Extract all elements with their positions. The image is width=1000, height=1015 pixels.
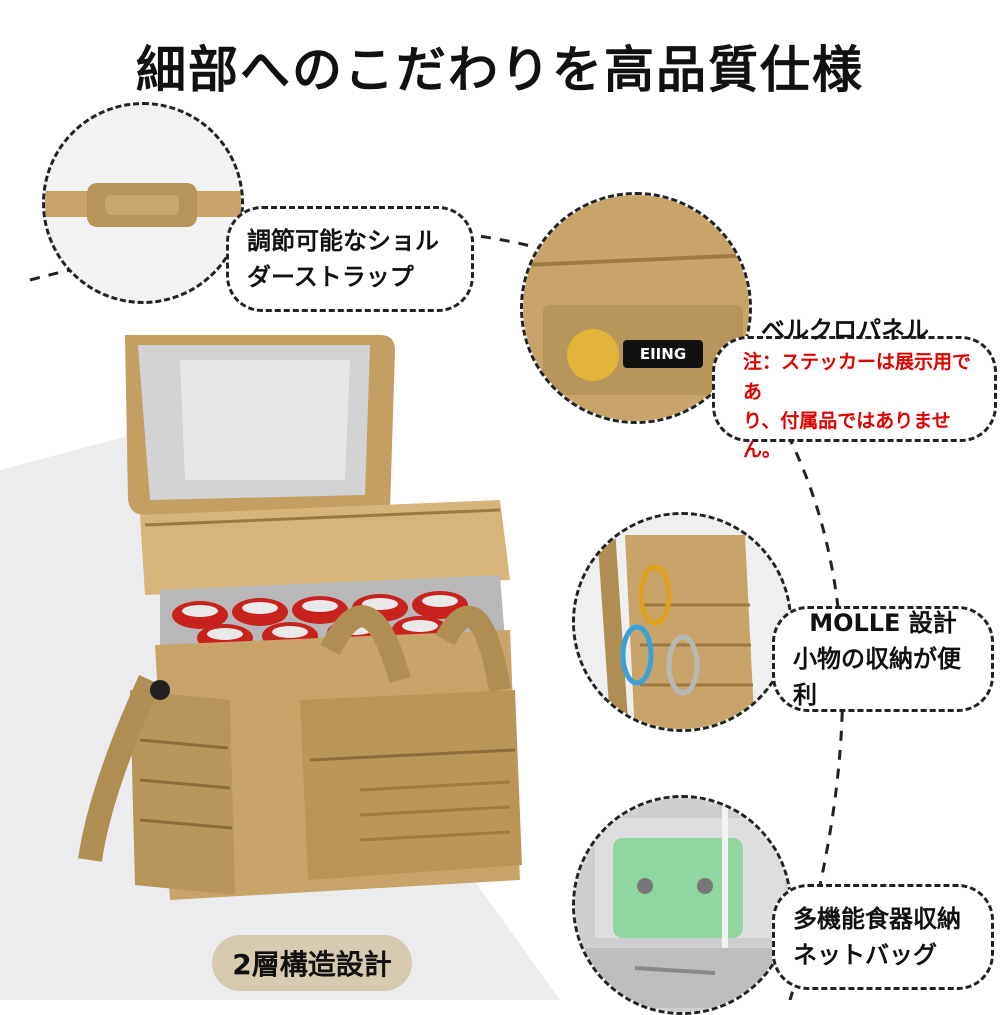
velcro-heading: ベルクロパネル — [761, 316, 929, 345]
velcro-note-line2: り、付属品ではありません。 — [743, 410, 951, 462]
two-layer-badge: 2層構造設計 — [212, 935, 412, 991]
molle-line1: MOLLE 設計 — [809, 609, 957, 637]
net-line1: 多機能食器収納 — [793, 905, 961, 933]
velcro-note-line1: 注：ステッカーは展示用であ — [743, 351, 972, 403]
carabiner-molle-image — [575, 515, 789, 729]
molle-callout: MOLLE 設計 小物の収納が便利 — [772, 606, 994, 712]
strap-detail-image — [45, 183, 241, 227]
molle-detail-circle — [572, 512, 792, 732]
page-title: 細部へのこだわりを高品質仕様 — [136, 41, 864, 99]
net-line2: ネットバッグ — [793, 941, 937, 969]
strap-line1: 調節可能なショル — [247, 227, 439, 255]
strap-callout: 調節可能なショル ダーストラップ — [226, 206, 474, 312]
velcro-callout: ベルクロパネル 注：ステッカーは展示用であ り、付属品ではありません。 — [712, 316, 997, 461]
net-detail-circle — [572, 795, 792, 1015]
velcro-detail-circle: EIING — [520, 192, 752, 424]
molle-line2: 小物の収納が便利 — [793, 645, 961, 709]
strap-line2: ダーストラップ — [247, 263, 414, 291]
net-callout: 多機能食器収納 ネットバッグ — [772, 884, 994, 990]
mesh-net-image — [575, 798, 789, 1012]
patch-label: EIING — [639, 345, 687, 363]
velcro-patch-image — [523, 195, 749, 421]
cooler-bag-image — [78, 335, 522, 900]
strap-detail-circle — [42, 102, 244, 304]
